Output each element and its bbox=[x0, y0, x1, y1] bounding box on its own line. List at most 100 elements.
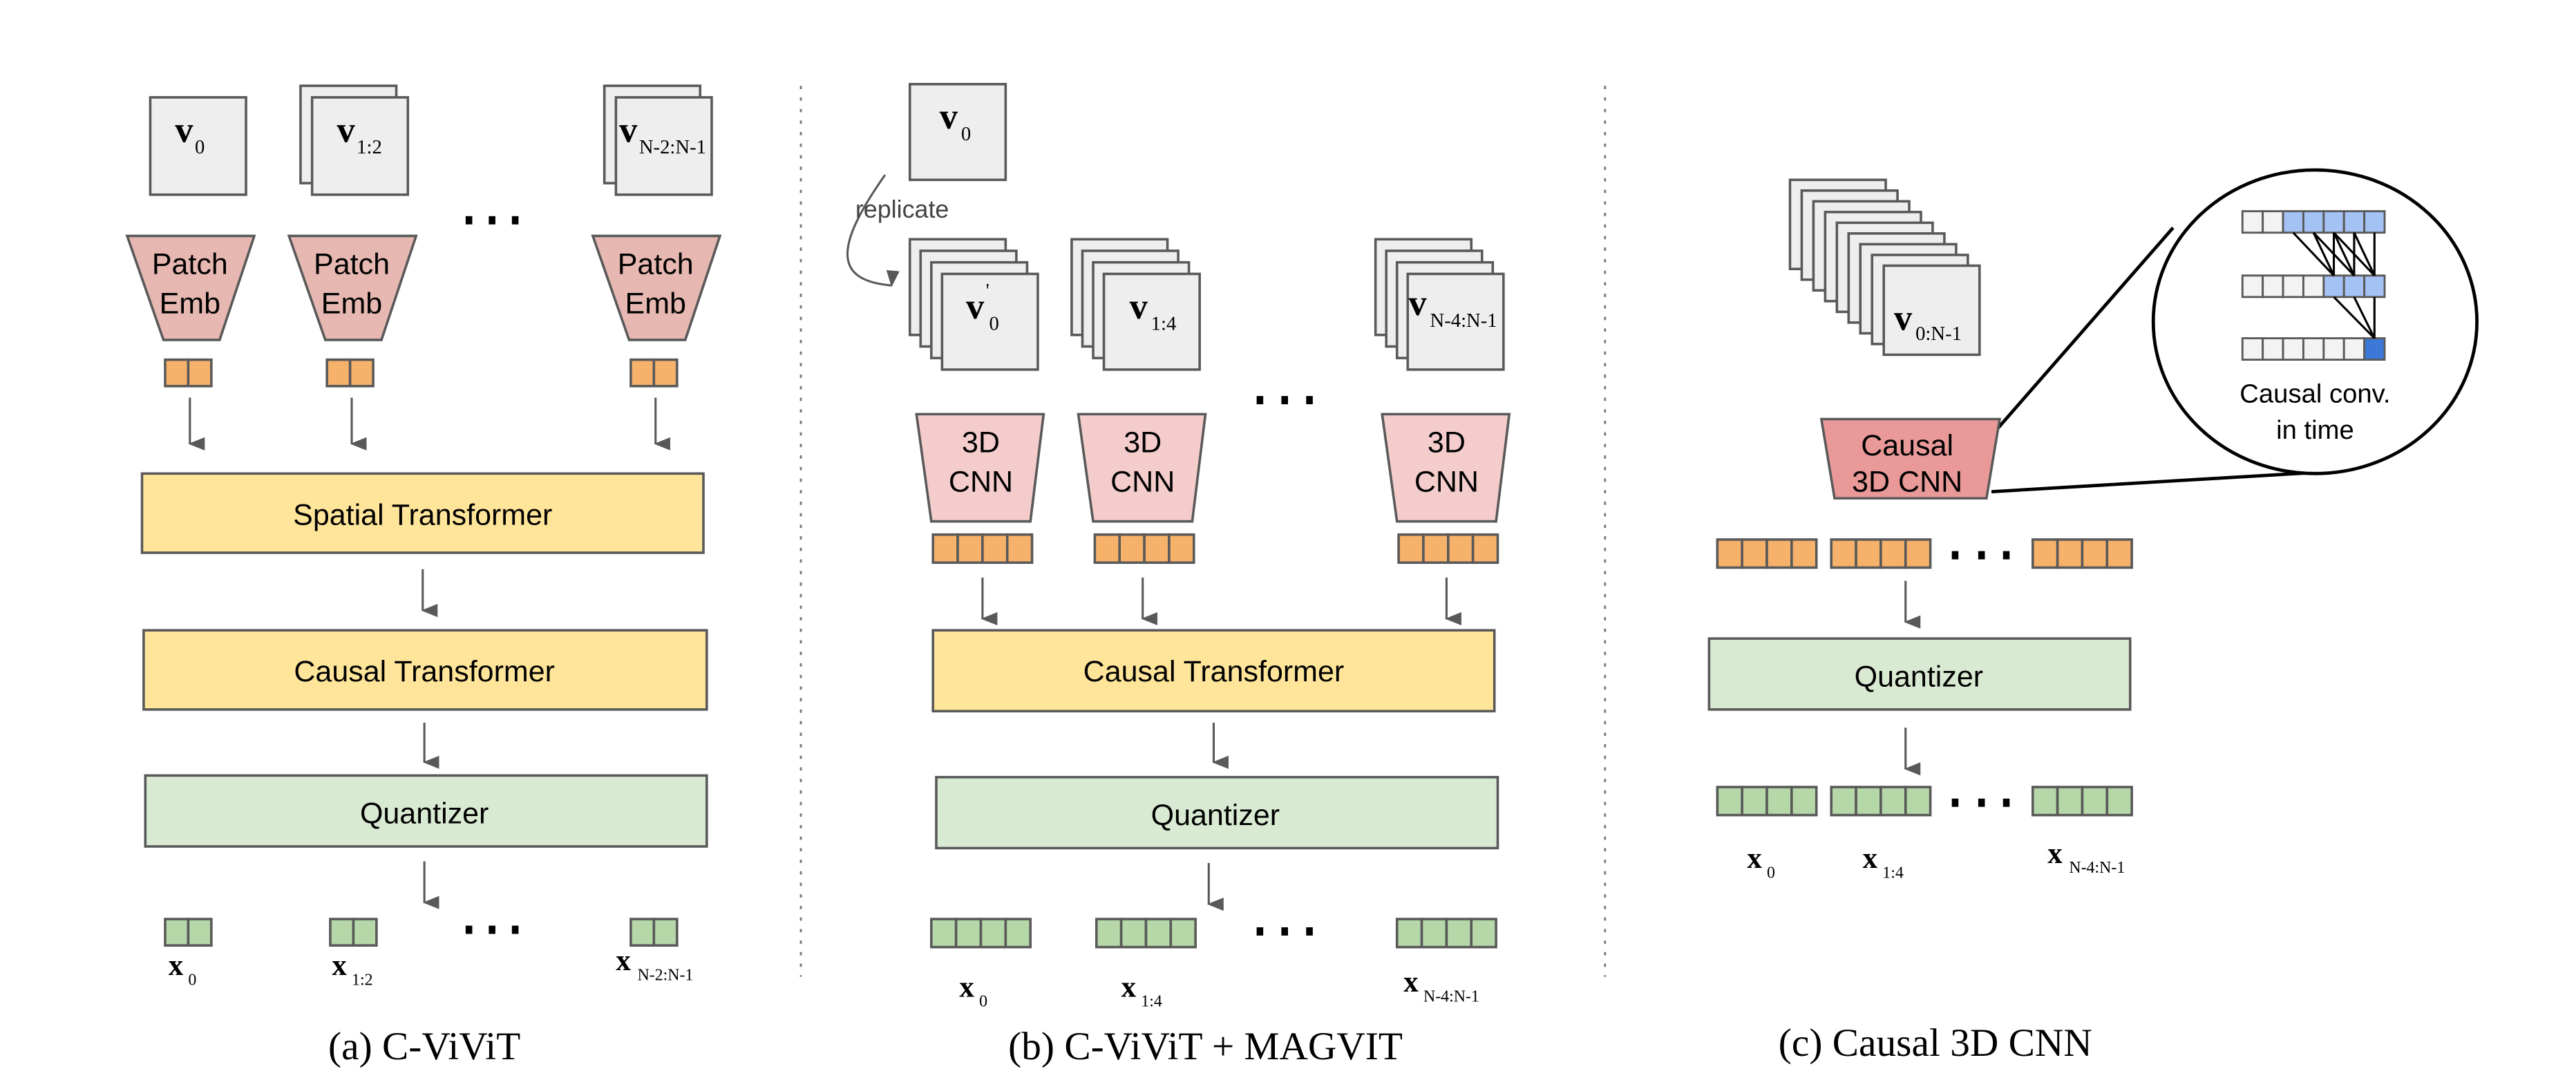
conv-cell bbox=[2302, 210, 2325, 234]
token bbox=[2056, 786, 2084, 817]
token bbox=[1420, 918, 1448, 949]
output-symbol: x bbox=[959, 971, 974, 1003]
replicated-frames bbox=[908, 238, 1505, 371]
discrete-tokens bbox=[1716, 786, 2133, 817]
frame-subscript: 0 bbox=[961, 123, 971, 145]
ellipsis bbox=[465, 925, 519, 934]
output-label-xN4-N1: x N-4:N-1 bbox=[2047, 837, 2125, 877]
frame-symbol: v bbox=[966, 287, 985, 327]
output-symbol: x bbox=[2047, 837, 2063, 870]
zoom-line bbox=[1990, 226, 2175, 437]
output-symbol: x bbox=[332, 949, 347, 982]
token bbox=[1904, 786, 1932, 817]
input-frame-vN2-N1: v N-2:N-1 bbox=[603, 84, 713, 196]
input-label-v0prime: v ' 0 bbox=[966, 280, 999, 335]
token bbox=[979, 918, 1007, 949]
continuous-tokens bbox=[164, 358, 679, 388]
frame-symbol: v bbox=[1894, 299, 1913, 339]
token bbox=[1716, 538, 1743, 569]
token bbox=[652, 918, 679, 947]
frame-symbol: v bbox=[619, 110, 638, 150]
first-frame-v0: v 0 bbox=[908, 82, 1007, 182]
conv-connection bbox=[2353, 296, 2376, 339]
causal-conv-illustration bbox=[2241, 210, 2386, 361]
input-label-v1-4: v 1:4 bbox=[1130, 287, 1177, 335]
encoder-label: Patch bbox=[152, 247, 228, 281]
token bbox=[164, 358, 190, 388]
token bbox=[1765, 786, 1793, 817]
conv-cell bbox=[2322, 210, 2345, 234]
token bbox=[1470, 918, 1497, 949]
encoder-label: CNN bbox=[949, 466, 1013, 499]
panel-caption: (c) Causal 3D CNN bbox=[1779, 1021, 2092, 1065]
causal-transformer-block: Causal Transformer bbox=[931, 629, 1496, 712]
conv-cell bbox=[2282, 337, 2304, 361]
discrete-tokens bbox=[164, 918, 679, 947]
ellipsis bbox=[1256, 927, 1313, 936]
output-label-x1-4: x 1:4 bbox=[1121, 971, 1162, 1010]
input-label-vN4-N1: v N-4:N-1 bbox=[1408, 283, 1497, 332]
encoder-label: 3D bbox=[1428, 426, 1466, 459]
conv-connection bbox=[2313, 231, 2356, 276]
block-label: Spatial Transformer bbox=[293, 498, 552, 531]
token bbox=[981, 533, 1009, 565]
patch-embedding-2: Patch Emb bbox=[591, 234, 722, 341]
continuous-tokens bbox=[931, 533, 1499, 565]
token bbox=[1395, 918, 1423, 949]
output-symbol: x bbox=[1747, 842, 1762, 875]
token bbox=[1765, 538, 1793, 569]
quantizer-block: Quantizer bbox=[1707, 637, 2132, 711]
conv-connection bbox=[2292, 231, 2335, 276]
conv-cell bbox=[2241, 337, 2264, 361]
causal-3d-cnn: Causal 3D CNN bbox=[1819, 417, 2002, 500]
video-frame bbox=[1882, 264, 1981, 357]
token bbox=[1004, 918, 1032, 949]
token bbox=[1790, 538, 1818, 569]
replicate-arrow bbox=[846, 174, 900, 287]
token bbox=[352, 918, 378, 947]
output-label-xN4-N1: x N-4:N-1 bbox=[1403, 966, 1479, 1005]
conv-connection bbox=[2333, 296, 2376, 339]
output-label-x1-4: x 1:4 bbox=[1863, 842, 1904, 882]
token bbox=[1741, 538, 1768, 569]
output-subscript: 1:2 bbox=[352, 972, 373, 989]
output-label-x0: x 0 bbox=[1747, 842, 1775, 882]
encoder-label: Causal bbox=[1861, 429, 1953, 462]
output-subscript: 0 bbox=[1767, 864, 1775, 882]
token bbox=[1169, 918, 1197, 949]
ellipsis bbox=[1951, 551, 2010, 560]
token bbox=[629, 358, 656, 388]
frame-subscript: 1:4 bbox=[1151, 313, 1177, 335]
token bbox=[187, 358, 213, 388]
frame-symbol: v bbox=[1408, 283, 1427, 323]
patch-embedding-0: Patch Emb bbox=[125, 234, 256, 341]
frame-prime: ' bbox=[986, 280, 989, 302]
output-label-x0: x 0 bbox=[959, 971, 987, 1010]
token bbox=[1119, 918, 1148, 949]
token bbox=[1143, 533, 1171, 565]
token bbox=[325, 358, 352, 388]
conv-connection bbox=[2333, 232, 2356, 276]
output-symbol: x bbox=[1403, 966, 1419, 998]
token bbox=[1445, 918, 1473, 949]
quantizer-block: Quantizer bbox=[144, 774, 708, 848]
conv-cell bbox=[2342, 337, 2366, 361]
token bbox=[954, 918, 983, 949]
frame-subscript: 1:2 bbox=[357, 136, 382, 158]
conv-cell bbox=[2241, 210, 2264, 234]
output-subscript: N-4:N-1 bbox=[2069, 859, 2125, 877]
encoder-label: CNN bbox=[1414, 466, 1479, 499]
token bbox=[329, 918, 355, 947]
token bbox=[2031, 786, 2059, 817]
token bbox=[2105, 786, 2133, 817]
input-label-v0-N1: v 0:N-1 bbox=[1894, 299, 1962, 345]
block-label: Causal Transformer bbox=[1083, 655, 1345, 688]
token bbox=[164, 918, 190, 947]
token bbox=[348, 358, 375, 388]
token bbox=[1879, 786, 1907, 817]
block-label: Causal Transformer bbox=[294, 655, 555, 688]
video-frame bbox=[1406, 272, 1505, 371]
conv-connection bbox=[2333, 231, 2376, 276]
token bbox=[1093, 533, 1121, 565]
